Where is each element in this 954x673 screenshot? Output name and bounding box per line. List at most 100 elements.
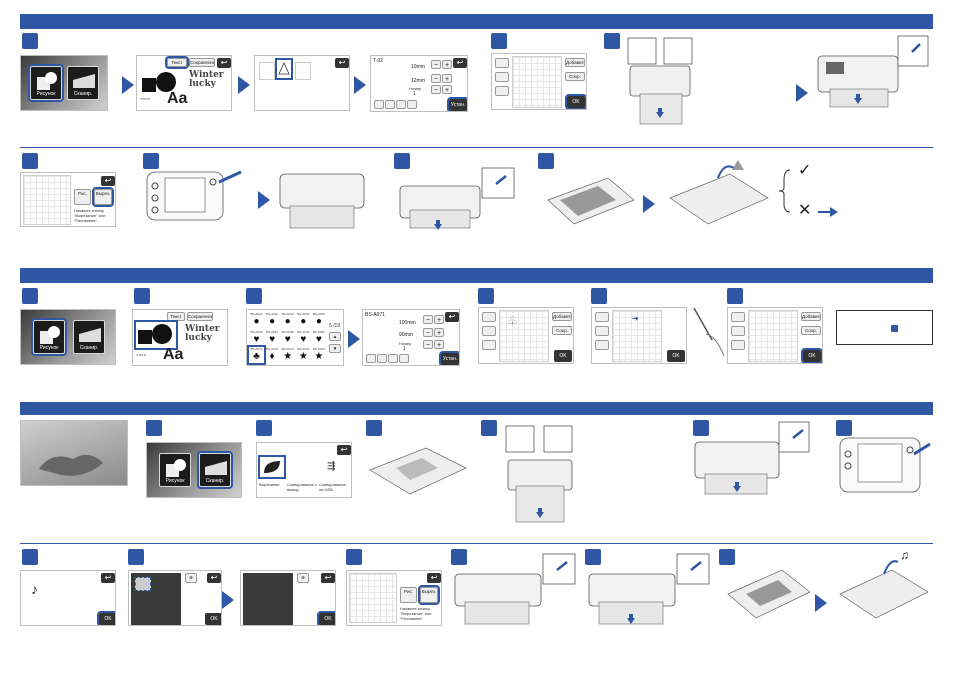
shape-cell[interactable]: BS-A044●: [296, 312, 311, 328]
width-plus[interactable]: +: [434, 315, 444, 324]
draw-button[interactable]: Рис.: [74, 189, 91, 205]
basic-shapes-icon[interactable]: [134, 320, 178, 350]
pattern-thumb-selected[interactable]: [275, 58, 293, 80]
scan-tile[interactable]: Сканир.: [67, 66, 99, 100]
save-button[interactable]: Сохр.: [801, 326, 821, 335]
number-plus[interactable]: +: [434, 340, 444, 349]
layout-tool-button[interactable]: [731, 326, 745, 336]
height-plus[interactable]: +: [442, 74, 452, 83]
shape-cell[interactable]: BS-A043●: [280, 312, 295, 328]
edit-tool-button[interactable]: [366, 354, 376, 363]
edit-tool-button[interactable]: [377, 354, 387, 363]
add-button[interactable]: Добавить: [801, 312, 821, 321]
add-button[interactable]: Добавить: [552, 312, 572, 321]
width-minus[interactable]: −: [423, 315, 433, 324]
shape-cell[interactable]: BS-A073★: [280, 347, 295, 363]
back-button[interactable]: ↩: [207, 573, 221, 583]
shape-cell[interactable]: BS-A047♥: [265, 330, 280, 346]
height-minus[interactable]: −: [431, 74, 441, 83]
add-button[interactable]: Добавить: [565, 58, 585, 67]
shape-cell[interactable]: BS-A041●: [249, 312, 264, 328]
layout-tool-button[interactable]: [482, 326, 496, 336]
stylus-hand-icon: [693, 307, 725, 357]
shape-cell[interactable]: BS-A045●: [311, 312, 326, 328]
edit-tool-button[interactable]: [388, 354, 398, 363]
back-button[interactable]: ↩: [321, 573, 335, 583]
edit-tool-button[interactable]: [374, 100, 384, 109]
text-tab[interactable]: Текст: [165, 56, 189, 69]
edit-tool-button[interactable]: [407, 100, 417, 109]
layout-tool-button[interactable]: [495, 72, 509, 82]
usb-icon[interactable]: ⇶: [327, 461, 336, 472]
pattern-thumb[interactable]: [295, 62, 311, 80]
crop-area-screen: ⊕ ↩ OK: [128, 570, 222, 626]
page-down-button[interactable]: ▼: [329, 344, 341, 353]
pattern-tile[interactable]: Рисунок: [28, 64, 64, 102]
height-plus[interactable]: +: [434, 328, 444, 337]
shape-cell[interactable]: BS-A046♥: [249, 330, 264, 346]
pattern-tile[interactable]: Рисунок: [31, 318, 67, 356]
shape-cell[interactable]: BS-A072♦: [265, 347, 280, 363]
number-minus[interactable]: −: [431, 85, 441, 94]
cut-button[interactable]: Вырез.: [92, 187, 114, 207]
back-button[interactable]: ↩: [445, 312, 459, 322]
layout-tool-button[interactable]: [595, 312, 609, 322]
width-plus[interactable]: +: [442, 60, 452, 69]
ok-button[interactable]: OK: [97, 611, 115, 625]
save-button[interactable]: Сохр.: [552, 326, 572, 335]
draw-button[interactable]: Рис.: [400, 587, 417, 603]
layout-tool-button[interactable]: [595, 326, 609, 336]
scan-cut-option[interactable]: [258, 455, 286, 479]
set-button[interactable]: Устан.: [447, 97, 467, 111]
shape-cell[interactable]: BS-A071♣: [247, 345, 266, 365]
layout-tool-button[interactable]: [495, 58, 509, 68]
shape-cell[interactable]: BS-A074★: [296, 347, 311, 363]
ok-button[interactable]: OK: [205, 613, 221, 625]
back-button[interactable]: ↩: [335, 58, 349, 68]
back-button[interactable]: ↩: [337, 445, 351, 455]
back-button[interactable]: ↩: [453, 58, 467, 68]
width-minus[interactable]: −: [431, 60, 441, 69]
layout-tool-button[interactable]: [731, 312, 745, 322]
back-button[interactable]: ↩: [217, 58, 231, 68]
shape-cell[interactable]: BS-A075★: [311, 347, 326, 363]
text-tab[interactable]: Текст: [167, 312, 185, 321]
page-up-button[interactable]: ▲: [329, 332, 341, 341]
cut-button[interactable]: Вырез.: [418, 585, 440, 605]
step-number: [591, 288, 607, 304]
number-minus[interactable]: −: [423, 340, 433, 349]
ok-button[interactable]: OK: [565, 94, 586, 109]
shape-cell[interactable]: BS-A050♥: [311, 330, 326, 346]
pattern-thumb[interactable]: [259, 62, 275, 80]
number-plus[interactable]: +: [442, 85, 452, 94]
layout-tool-button[interactable]: [482, 312, 496, 322]
layout-tool-button[interactable]: [482, 340, 496, 350]
layout-tool-button[interactable]: [595, 340, 609, 350]
back-button[interactable]: ↩: [101, 176, 115, 186]
scan-tile[interactable]: Сканир.: [73, 320, 105, 354]
ok-button[interactable]: OK: [667, 350, 685, 362]
edit-tool-button[interactable]: [399, 354, 409, 363]
layout-tool-button[interactable]: [731, 340, 745, 350]
save-button[interactable]: Сохр.: [565, 72, 585, 81]
back-button[interactable]: ↩: [427, 573, 441, 583]
layout-tool-button[interactable]: [495, 86, 509, 96]
shape-cell[interactable]: BS-A049♥: [296, 330, 311, 346]
zoom-button[interactable]: ⊕: [297, 573, 309, 583]
ok-button[interactable]: OK: [554, 350, 572, 362]
shape-cell[interactable]: BS-A048♥: [280, 330, 295, 346]
crop-frame[interactable]: [135, 577, 151, 591]
height-minus[interactable]: −: [423, 328, 433, 337]
ok-button[interactable]: OK: [801, 348, 822, 363]
set-button[interactable]: Устан.: [439, 351, 459, 365]
zoom-button[interactable]: ⊕: [185, 573, 197, 583]
pattern-tile[interactable]: Рисунок: [159, 453, 191, 487]
saved-data-tab[interactable]: Сохраненные данные: [189, 58, 215, 67]
ok-button[interactable]: OK: [317, 611, 335, 625]
edit-tool-button[interactable]: [385, 100, 395, 109]
scan-tile[interactable]: Сканир.: [197, 451, 233, 489]
edit-tool-button[interactable]: [396, 100, 406, 109]
saved-data-tab[interactable]: Сохраненные данные: [187, 312, 213, 321]
shape-cell[interactable]: BS-A042●: [265, 312, 280, 328]
back-button[interactable]: ↩: [101, 573, 115, 583]
